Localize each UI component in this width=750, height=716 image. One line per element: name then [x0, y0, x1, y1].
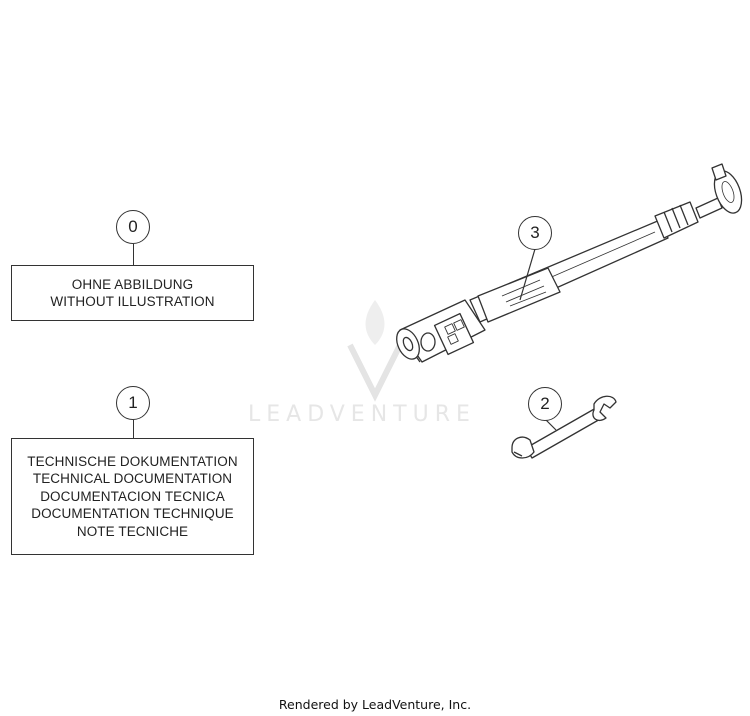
callout-2: 2 [528, 387, 562, 421]
label-box-technical-documentation: TECHNISCHE DOKUMENTATION TECHNICAL DOCUM… [11, 438, 254, 555]
watermark-text: LEADVENTURE [248, 402, 476, 427]
label-box-1-line-1: TECHNISCHE DOKUMENTATION [27, 453, 238, 469]
label-box-0-line-2: WITHOUT ILLUSTRATION [50, 294, 215, 309]
label-box-1-line-5: NOTE TECNICHE [76, 523, 189, 539]
wrench-part-2 [511, 395, 617, 459]
leader-line-0 [133, 244, 134, 265]
leader-line-3 [519, 248, 536, 301]
callout-0: 0 [116, 210, 150, 244]
leadventure-logo-watermark [347, 300, 403, 402]
callout-0-number: 0 [128, 217, 138, 236]
footer-credit: Rendered by LeadVenture, Inc. [278, 697, 472, 712]
tool-tube-part-3 [396, 163, 743, 363]
callout-3: 3 [518, 216, 552, 250]
label-box-1-line-3: DOCUMENTACION TECNICA [40, 488, 225, 504]
callout-2-number: 2 [540, 394, 550, 413]
callout-1-number: 1 [128, 393, 138, 412]
label-box-1-line-4: DOCUMENTATION TECHNIQUE [31, 506, 234, 522]
leader-line-1 [133, 420, 134, 438]
label-box-without-illustration: OHNE ABBILDUNG WITHOUT ILLUSTRATION [11, 265, 254, 321]
callout-3-number: 3 [530, 223, 540, 242]
callout-1: 1 [116, 386, 150, 420]
label-box-1-line-2: TECHNICAL DOCUMENTATION [32, 471, 233, 487]
label-box-0-line-1: OHNE ABBILDUNG [71, 276, 194, 292]
